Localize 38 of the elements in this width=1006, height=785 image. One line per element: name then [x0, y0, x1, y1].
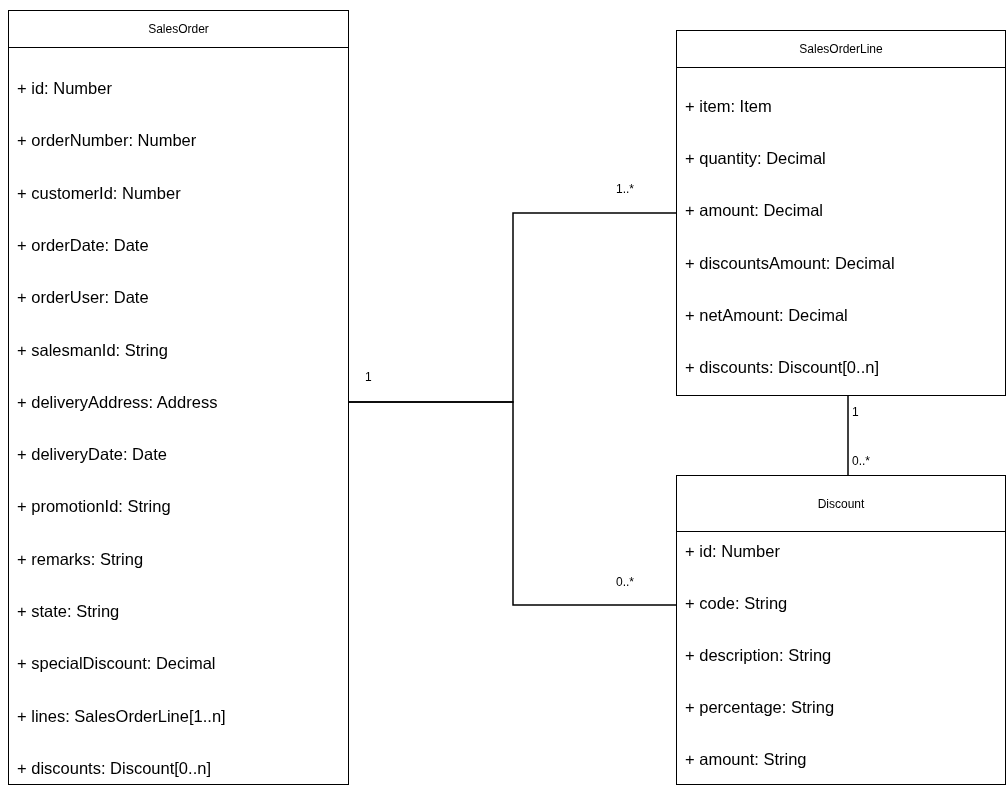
attribute-text: + description: String: [685, 645, 833, 665]
class-name: Discount: [677, 476, 1005, 532]
attribute-text: + orderNumber: Number: [17, 130, 198, 151]
attribute-text: + amount: String: [685, 749, 808, 769]
attribute-text: + percentage: String: [685, 697, 836, 717]
attribute-text: + remarks: String: [17, 548, 145, 569]
class-name: SalesOrder: [9, 11, 348, 48]
attribute-text: + orderUser: Date: [17, 287, 150, 308]
attribute-text: + amount: Decimal: [685, 200, 825, 221]
attribute-text: + code: String: [685, 593, 789, 613]
attribute-text: + customerId: Number: [17, 182, 182, 203]
class-name: SalesOrderLine: [677, 31, 1005, 68]
multiplicity-label: 1: [852, 405, 859, 419]
attribute-text: + item: Item: [685, 96, 773, 116]
multiplicity-label: 0..*: [852, 454, 870, 468]
attribute-text: + state: String: [17, 601, 121, 621]
attribute-text: + netAmount: Decimal: [685, 304, 849, 325]
attribute-text: + discountsAmount: Decimal: [685, 252, 896, 273]
class-box: [8, 10, 349, 785]
attribute-text: + discounts: Discount[0..n]: [17, 757, 212, 778]
class-box: [676, 475, 1006, 785]
attribute-text: + promotionId: String: [17, 496, 172, 517]
attribute-text: + specialDiscount: Decimal: [17, 653, 217, 674]
attribute-text: + quantity: Decimal: [685, 148, 827, 169]
association-line: [348, 401, 677, 606]
class-box: [676, 30, 1006, 396]
association-line: [847, 395, 849, 476]
attribute-text: + deliveryAddress: Address: [17, 391, 219, 412]
attribute-text: + id: Number: [685, 541, 781, 561]
attribute-text: + discounts: Discount[0..n]: [685, 357, 880, 377]
attribute-text: + deliveryDate: Date: [17, 444, 168, 465]
multiplicity-label: 0..*: [616, 575, 634, 589]
attribute-text: + orderDate: Date: [17, 234, 150, 255]
attribute-text: + id: Number: [17, 78, 113, 98]
multiplicity-label: 1: [365, 370, 372, 384]
multiplicity-label: 1..*: [616, 182, 634, 196]
attribute-text: + salesmanId: String: [17, 339, 169, 360]
attribute-text: + lines: SalesOrderLine[1..n]: [17, 705, 227, 726]
